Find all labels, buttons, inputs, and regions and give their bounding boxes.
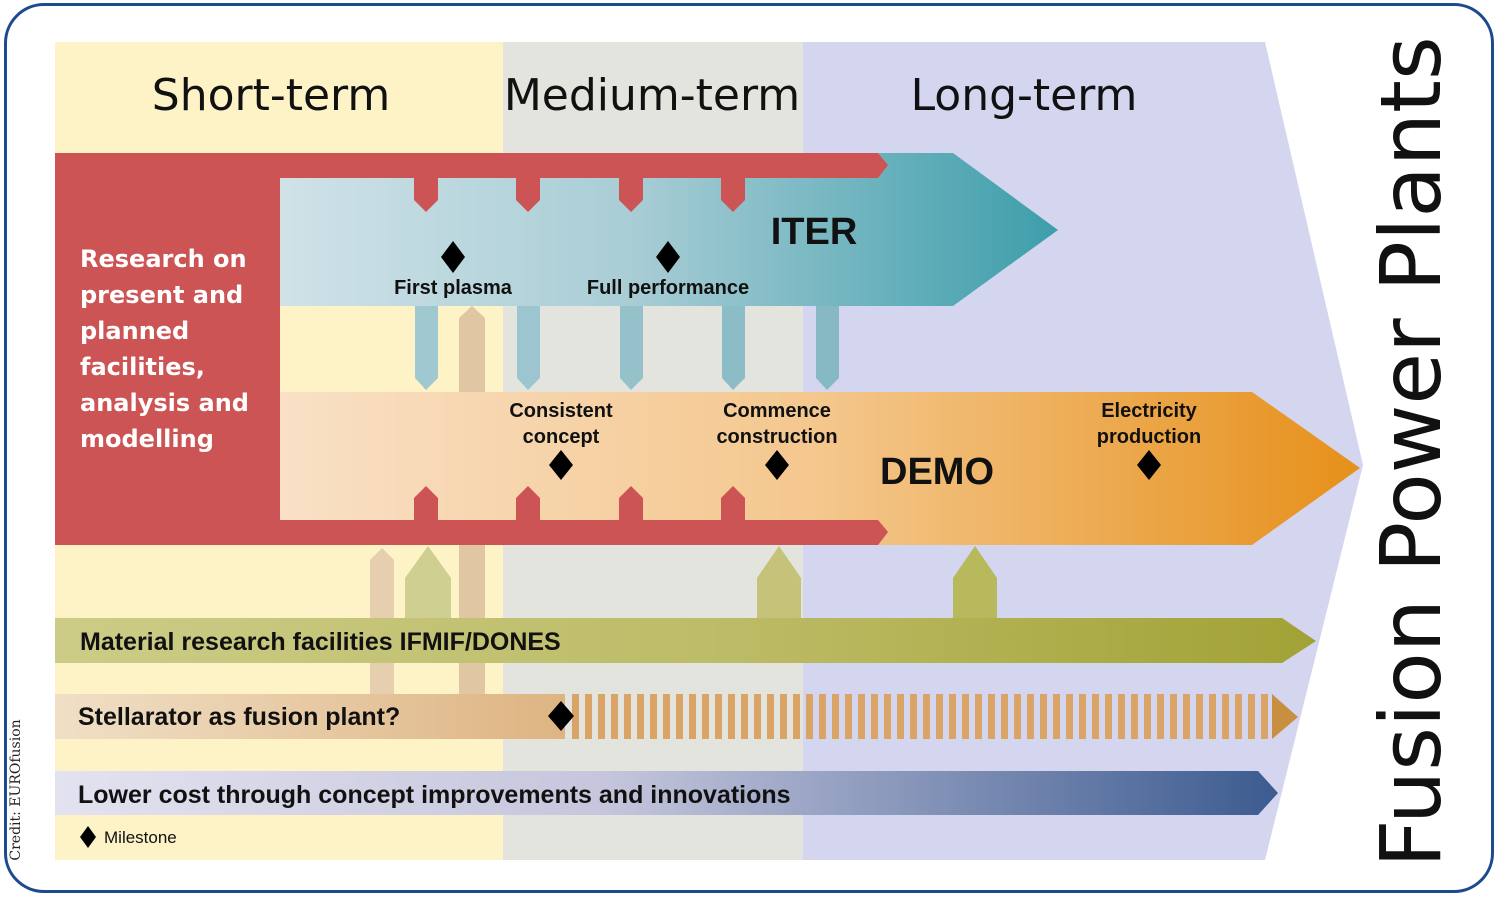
milestone-electricity-production-line2: production	[1097, 426, 1201, 448]
track-label-stellarator: Stellarator as fusion plant?	[78, 703, 400, 731]
goal-title: Fusion Power Plants	[1362, 36, 1460, 867]
phase-label-short-term: Short-term	[152, 70, 390, 121]
outer-frame	[4, 3, 1494, 893]
phase-label-medium-term: Medium-term	[504, 70, 800, 121]
milestone-consistent-concept-line2: concept	[523, 426, 600, 448]
milestone-first-plasma: First plasma	[394, 277, 513, 299]
track-label-lower-cost: Lower cost through concept improvements …	[78, 781, 791, 809]
svg-text:modelling: modelling	[80, 425, 214, 453]
svg-text:present and: present and	[80, 281, 243, 309]
track-stellarator	[55, 694, 1298, 739]
milestone-diamond-icon	[441, 241, 465, 273]
milestone-diamond-icon	[549, 450, 573, 480]
iter-arrow	[280, 153, 1058, 306]
legend-label: Milestone	[104, 828, 177, 847]
milestone-commence-construction-line2: construction	[716, 426, 837, 448]
track-lower-cost	[55, 771, 1278, 815]
research-label: Research on present and planned faciliti…	[80, 245, 249, 453]
milestone-commence-construction-line1: Commence	[723, 400, 831, 422]
milestone-diamond-icon	[656, 241, 680, 273]
track-material-research	[55, 618, 1316, 663]
legend-milestone-diamond-icon	[80, 826, 96, 848]
demo-arrow	[280, 392, 1360, 545]
svg-text:Research on: Research on	[80, 245, 247, 273]
phase-label-long-term: Long-term	[911, 70, 1138, 121]
milestone-electricity-production-line1: Electricity	[1101, 400, 1197, 422]
milestone-consistent-concept-line1: Consistent	[509, 400, 613, 422]
svg-text:planned: planned	[80, 317, 189, 345]
credit-text: Credit: EUROfusion	[8, 719, 24, 860]
iter-to-demo-connectors	[415, 306, 839, 390]
milestone-full-performance: Full performance	[587, 277, 749, 299]
svg-text:facilities,: facilities,	[80, 353, 205, 381]
milestone-diamond-icon	[548, 701, 574, 731]
svg-text:analysis and: analysis and	[80, 389, 249, 417]
track-label-material-research: Material research facilities IFMIF/DONES	[80, 628, 561, 656]
demo-label: DEMO	[880, 451, 994, 493]
iter-label: ITER	[771, 211, 858, 253]
milestone-diamond-icon	[765, 450, 789, 480]
milestone-diamond-icon	[1137, 450, 1161, 480]
